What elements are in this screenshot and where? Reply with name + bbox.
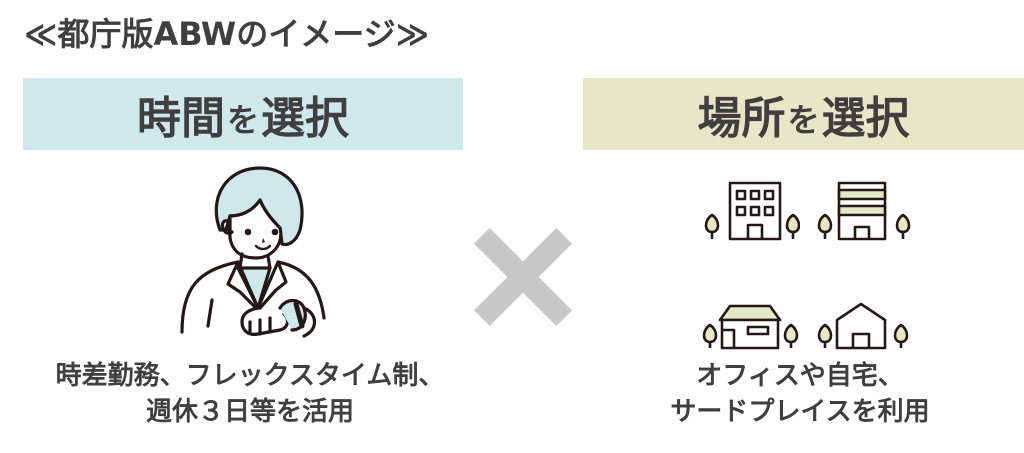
woman-watch-icon: [180, 166, 326, 338]
multiply-icon: [474, 228, 572, 326]
select-time-banner: 時間を選択: [23, 78, 463, 150]
banner-text-time: 時間: [136, 93, 225, 144]
banner-particle: を: [787, 101, 820, 139]
page-title: ≪都庁版ABWのイメージ≫: [24, 15, 430, 53]
apartment-building-icon: [817, 181, 911, 241]
place-caption-line1: オフィスや自宅、: [696, 361, 904, 391]
place-caption: オフィスや自宅、 サードプレイスを利用: [600, 358, 1000, 430]
banner-particle: を: [226, 101, 259, 139]
third-place-building-icon: [817, 302, 909, 350]
house-icon: [702, 304, 799, 350]
time-caption: 時差勤務、フレックスタイム制、 週休３日等を活用: [0, 358, 500, 430]
banner-text-place: 場所: [697, 93, 786, 144]
office-building-icon: [704, 181, 800, 241]
time-caption-line2: 週休３日等を活用: [145, 397, 354, 427]
time-caption-line1: 時差勤務、フレックスタイム制、: [55, 361, 445, 391]
select-place-banner: 場所を選択: [583, 78, 1024, 150]
banner-text-select: 選択: [821, 93, 910, 144]
banner-text-select: 選択: [261, 93, 349, 144]
place-caption-line2: サードプレイスを利用: [670, 397, 930, 427]
